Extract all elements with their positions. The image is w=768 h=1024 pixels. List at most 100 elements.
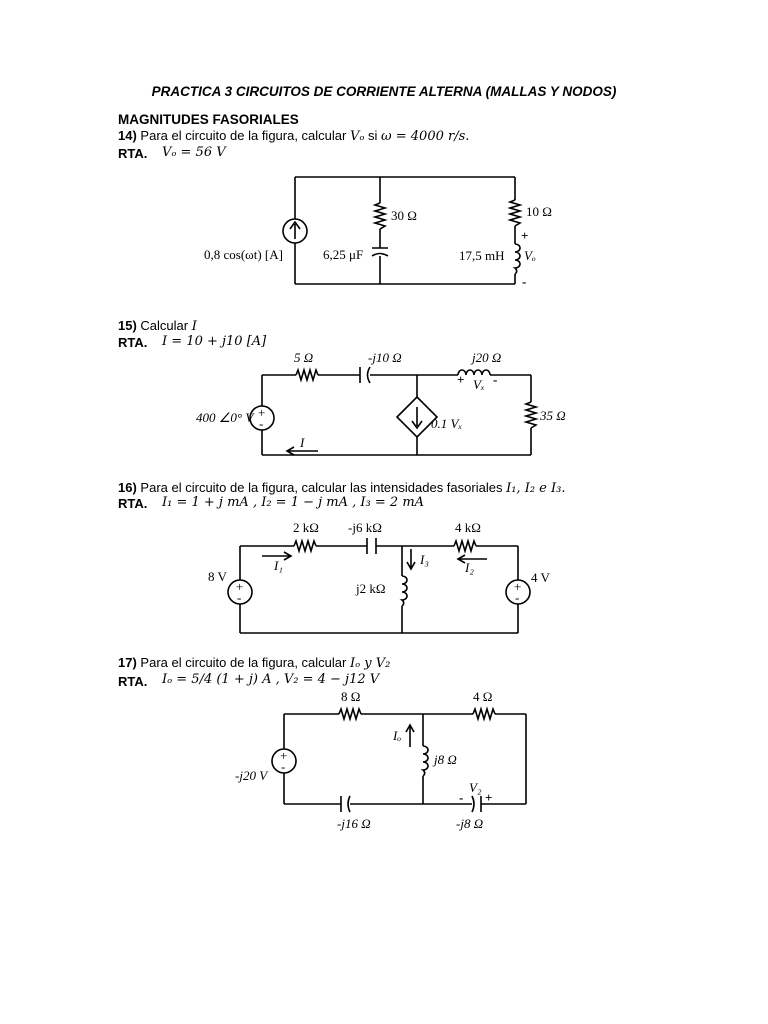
source-minus-mark: - [515, 590, 519, 605]
inductor-symbol [512, 243, 521, 275]
label-r10: 10 Ω [526, 204, 552, 219]
minus-mark: - [522, 274, 526, 289]
problem-16-statement: 16) Para el circuito de la figura, calcu… [118, 480, 565, 496]
label-dependent-source: 0.1 Vₓ [431, 416, 462, 431]
label-v4: 4 V [531, 570, 551, 585]
voltage-source-symbol [249, 405, 275, 431]
symbols: I₁, I₂ e I₃. [506, 481, 566, 496]
rta-label: RTA. [118, 674, 148, 689]
resistor-symbol [453, 538, 477, 554]
label-source-17: -j20 V [235, 768, 269, 783]
label-capacitor-14: 6,25 μF [323, 247, 363, 262]
label-r4k: 4 kΩ [455, 520, 481, 535]
plus-mark: + [521, 228, 528, 243]
label-current-i: I [299, 435, 305, 450]
inductor-symbol [420, 745, 429, 777]
page-title: PRACTICA 3 CIRCUITOS DE CORRIENTE ALTERN… [151, 84, 617, 99]
label-source-15: 400 ∠0° V [196, 410, 255, 425]
symbol-i: I [191, 319, 197, 334]
problem-text: Calcular [140, 318, 189, 333]
label-r4: 4 Ω [473, 689, 492, 704]
inductor-symbol [457, 369, 491, 376]
source-minus-mark: - [259, 416, 263, 431]
problem-15-statement: 15) Calcular I [118, 318, 197, 334]
circuit-17 [271, 706, 527, 813]
resistor-symbol [523, 401, 539, 429]
resistor-symbol [338, 706, 362, 722]
capacitor-symbol [471, 795, 482, 813]
label-i3: I₃ [419, 552, 429, 567]
inductor-symbol [399, 575, 408, 607]
source-minus-mark: - [281, 759, 285, 774]
label-inductor-16: j2 kΩ [355, 581, 386, 596]
label-c8: -j8 Ω [456, 816, 483, 831]
problem-text: Para el circuito de la figura, calcular … [140, 480, 503, 495]
source-minus-mark: - [237, 590, 241, 605]
problem-number: 16) [118, 480, 137, 495]
problem-text: Para el circuito de la figura, calcular [140, 128, 347, 143]
circuit-16 [227, 538, 531, 634]
label-r2k: 2 kΩ [293, 520, 319, 535]
source-plus-mark: + [236, 579, 243, 594]
problem-number: 17) [118, 655, 137, 670]
capacitor-symbol [366, 538, 377, 554]
rta-label: RTA. [118, 496, 148, 511]
current-arrow [406, 549, 416, 571]
resistor-symbol [293, 538, 317, 554]
source-plus-mark: + [258, 405, 265, 420]
label-i2: I₂ [464, 560, 474, 575]
resistor-symbol [372, 202, 388, 230]
capacitor-symbol [371, 247, 389, 257]
source-plus-mark: + [514, 579, 521, 594]
resistor-symbol [295, 367, 319, 383]
label-capacitor-16: -j6 kΩ [348, 520, 382, 535]
rta-label: RTA. [118, 335, 148, 350]
problem-15-answer: I = 10 + j10 [A] [162, 334, 267, 349]
current-arrow [456, 554, 487, 564]
label-v2: V₂ [469, 780, 482, 795]
plus-mark: + [485, 790, 492, 805]
minus-mark: - [459, 790, 463, 805]
current-arrow [405, 723, 415, 747]
voltage-source-symbol [227, 579, 253, 605]
problem-14-answer: Vₒ = 56 V [162, 145, 226, 160]
label-io: Iₒ [392, 728, 401, 743]
label-inductor-17: j8 Ω [432, 752, 457, 767]
symbols: Iₒ y V₂ [349, 656, 391, 671]
problem-number: 14) [118, 128, 137, 143]
label-r30: 30 Ω [391, 208, 417, 223]
label-r8: 8 Ω [341, 689, 360, 704]
label-vo: Vₒ [524, 248, 536, 263]
capacitor-symbol [359, 366, 371, 384]
resistor-symbol [472, 706, 496, 722]
wire [295, 176, 515, 285]
omega-value: ω = 4000 r/s. [381, 129, 470, 144]
circuit-14 [282, 176, 523, 285]
problem-14-statement: 14) Para el circuito de la figura, calcu… [118, 128, 469, 144]
source-plus-mark: + [280, 748, 287, 763]
current-arrow [285, 446, 318, 456]
label-capacitor-15: -j10 Ω [368, 350, 402, 365]
problem-17-statement: 17) Para el circuito de la figura, calcu… [118, 655, 390, 671]
problem-number: 15) [118, 318, 137, 333]
problem-text: si [368, 128, 378, 143]
problem-text: Para el circuito de la figura, calcular [140, 655, 347, 670]
problem-16-answer: I₁ = 1 + j mA , I₂ = 1 − j mA , I₃ = 2 m… [162, 495, 425, 510]
symbol-vo: Vₒ [349, 129, 365, 144]
label-vx: Vₓ [473, 377, 485, 392]
label-c16: -j16 Ω [337, 816, 371, 831]
section-heading: MAGNITUDES FASORIALES [118, 112, 299, 127]
minus-mark: - [493, 372, 497, 387]
problem-17-answer: Iₒ = 5/4 (1 + j) A , V₂ = 4 − j12 V [162, 672, 380, 687]
circuit-15 [249, 366, 539, 456]
label-inductor-15: j20 Ω [470, 350, 501, 365]
resistor-symbol [507, 199, 523, 227]
voltage-source-symbol [271, 748, 297, 774]
current-source-symbol [282, 218, 308, 244]
label-v8: 8 V [208, 569, 228, 584]
current-arrow [262, 551, 293, 561]
rta-label: RTA. [118, 146, 148, 161]
label-r35: 35 Ω [539, 408, 566, 423]
label-i1: I₁ [273, 558, 283, 573]
